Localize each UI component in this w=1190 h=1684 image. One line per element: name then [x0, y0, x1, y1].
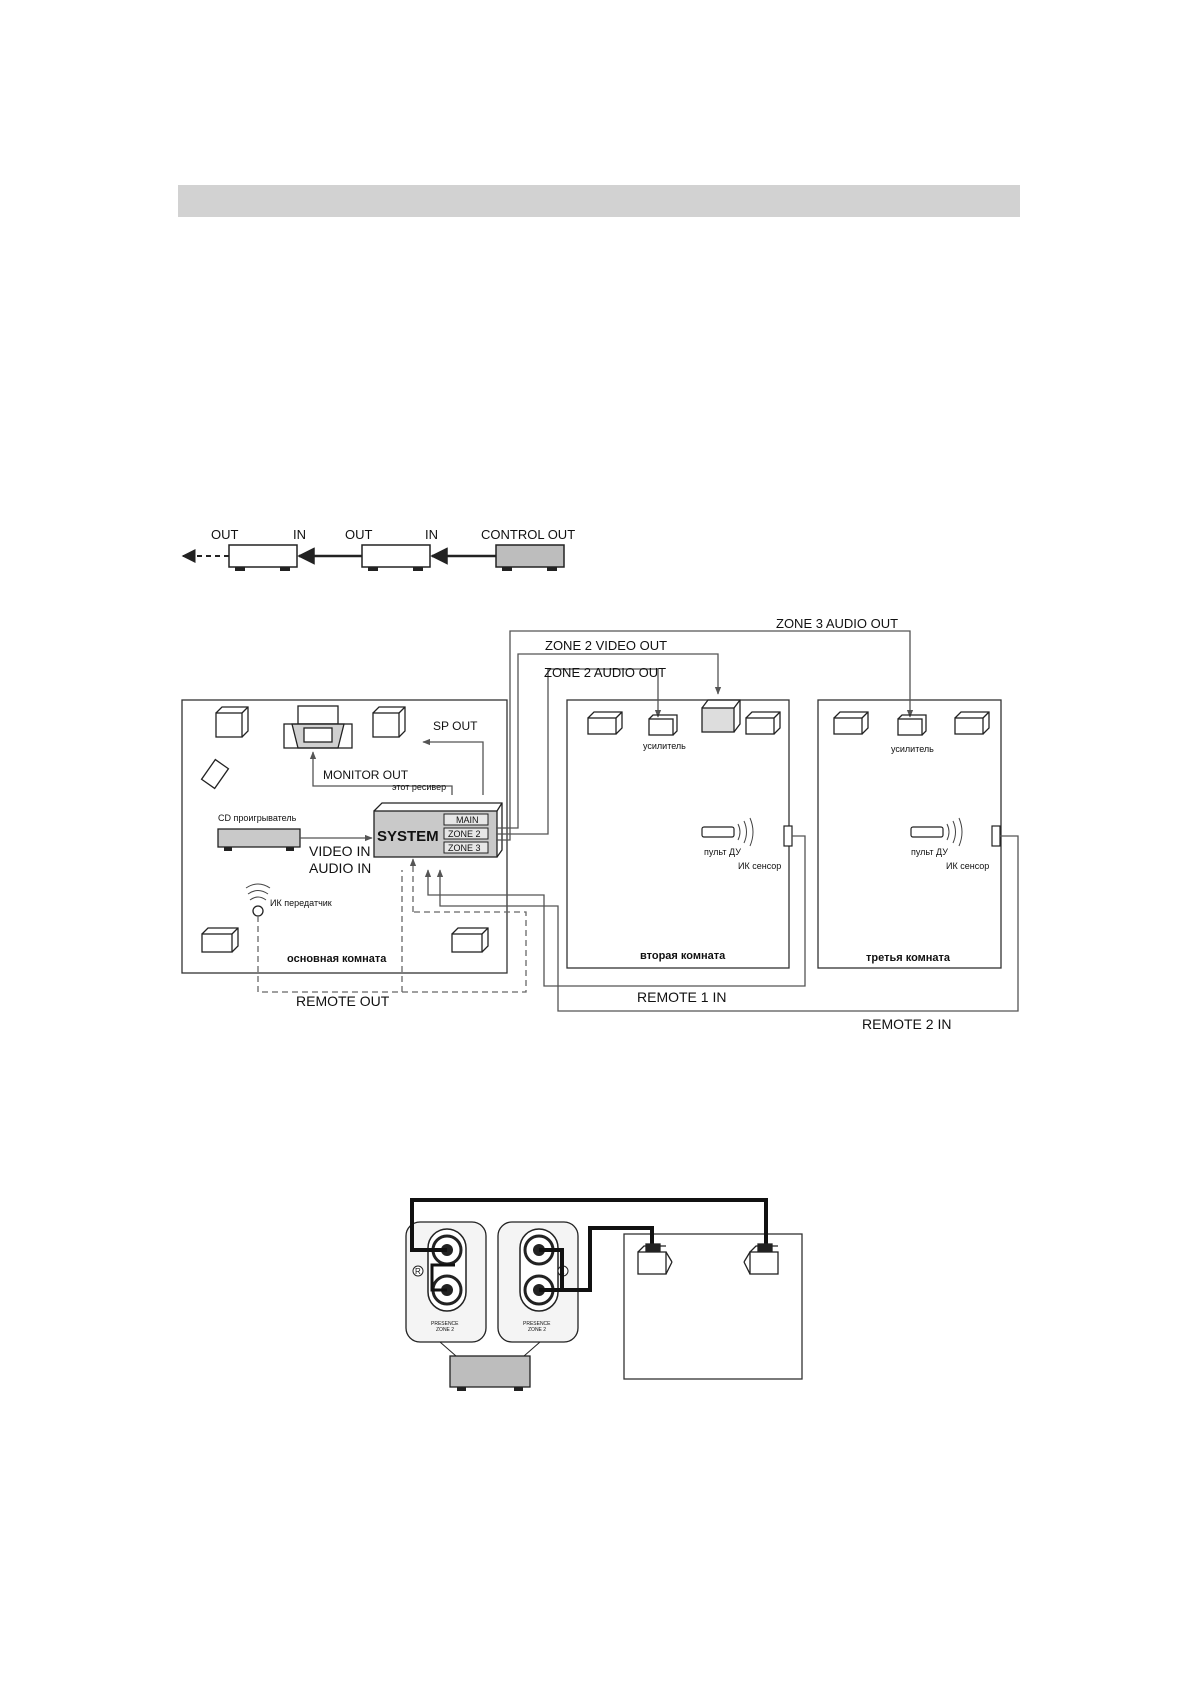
zone2-room-outline	[623, 1233, 803, 1380]
presence-receiver-box	[449, 1355, 531, 1388]
zone2-video-out-arrow	[496, 653, 722, 829]
speaker-icon	[745, 711, 781, 735]
zone2-left-speaker-icon	[637, 1243, 673, 1275]
sp-out-label: SP OUT	[433, 719, 478, 733]
third-room-outline	[817, 699, 1002, 969]
room2-remote-icon	[701, 817, 754, 847]
speaker-icon	[200, 758, 230, 790]
chain-in-label-1: IN	[293, 527, 306, 542]
chain-device-2-foot	[368, 567, 378, 571]
room2-remote-label: пульт ДУ	[704, 847, 741, 857]
room3-ir-sensor-label: ИК сенсор	[946, 861, 989, 871]
right-speaker-cable	[410, 1198, 768, 1252]
plate-r-link	[439, 1341, 457, 1357]
speaker-icon	[954, 711, 990, 735]
room3-remote-label: пульт ДУ	[911, 847, 948, 857]
room3-ir-sensor	[991, 825, 1001, 847]
main-room-outline	[181, 699, 508, 974]
second-room-devices	[587, 699, 781, 736]
zone2-right-speaker-icon	[743, 1243, 779, 1275]
plate-label-r-1: PRESENCE	[431, 1321, 459, 1327]
sp-out-arrow	[422, 738, 484, 795]
plate-l-link	[523, 1341, 541, 1357]
speaker-icon	[451, 927, 489, 953]
main-room-label: основная комната	[287, 953, 387, 965]
r-terminal-label: R	[415, 1267, 421, 1276]
chain-device-1-foot	[280, 567, 290, 571]
speaker-icon	[833, 711, 869, 735]
room2-amplifier-label: усилитель	[643, 741, 686, 751]
chain-device-1	[228, 544, 298, 568]
zone2-video-out-label: ZONE 2 VIDEO OUT	[545, 638, 667, 653]
right-jumper-cable	[430, 1263, 455, 1292]
speaker-icon	[201, 927, 239, 953]
zone2-label: ZONE 2	[448, 829, 481, 839]
remote-out-label: REMOTE OUT	[296, 993, 390, 1009]
plate-label-l-1: PRESENCE	[523, 1321, 551, 1327]
chain-device-2-foot	[413, 567, 423, 571]
chain-device-1-foot	[235, 567, 245, 571]
room2-ir-sensor	[783, 825, 793, 847]
zone3-audio-out-arrow	[496, 630, 914, 841]
presence-receiver-foot	[514, 1387, 523, 1391]
remote1-in-line	[424, 835, 806, 987]
amplifier-icon	[897, 714, 927, 736]
chain-in-label-2: IN	[425, 527, 438, 542]
tv-icon	[701, 699, 741, 733]
main-zone-label: MAIN	[456, 815, 479, 825]
plate-label-l-2: ZONE 2	[528, 1327, 546, 1333]
main-room-speakers	[200, 706, 489, 953]
ir-transmitter-icon	[245, 883, 271, 917]
receiver-caption: этот ресивер	[392, 782, 446, 792]
receiver-system: SYSTEM MAIN ZONE 2 ZONE 3	[373, 802, 503, 858]
remote-out-line-1	[257, 911, 527, 993]
remote2-in-label: REMOTE 2 IN	[862, 1016, 951, 1032]
remote1-in-label: REMOTE 1 IN	[637, 989, 726, 1005]
chain-receiver-foot	[547, 567, 557, 571]
cd-player-icon	[217, 828, 301, 851]
left-speaker-cable	[539, 1226, 654, 1292]
cd-player-caption: CD проигрыватель	[218, 813, 297, 823]
room2-ir-sensor-label: ИК сенсор	[738, 861, 781, 871]
monitor-out-label: MONITOR OUT	[323, 768, 409, 782]
amplifier-icon	[648, 714, 678, 736]
chain-out-label-1: OUT	[211, 527, 239, 542]
speaker-icon	[215, 706, 249, 738]
third-room-devices	[833, 711, 990, 736]
audio-in-label: AUDIO IN	[309, 860, 371, 876]
daisy-chain-diagram: OUT IN OUT IN CONTROL OUT	[181, 527, 575, 571]
chain-out-label-2: OUT	[345, 527, 373, 542]
zone3-label: ZONE 3	[448, 843, 481, 853]
room2-name: вторая комната	[640, 950, 726, 962]
presence-wiring-diagram: R PRESENCE ZONE 2 L PRESENCE ZONE 2	[405, 1198, 803, 1391]
remote2-in-line	[436, 835, 1019, 1012]
room3-amplifier-label: усилитель	[891, 744, 934, 754]
chain-control-out-label: CONTROL OUT	[481, 527, 575, 542]
chain-device-2	[361, 544, 431, 568]
multiroom-diagram: SP OUT MONITOR OUT этот ресивер SYSTEM M…	[181, 616, 1019, 1032]
plate-label-r-2: ZONE 2	[436, 1327, 454, 1333]
zone2-audio-out-arrow	[496, 668, 662, 835]
ir-transmitter-label: ИК передатчик	[270, 898, 332, 908]
speaker-icon	[372, 706, 406, 738]
terminal-plate-r: R PRESENCE ZONE 2	[405, 1221, 487, 1343]
room3-remote-icon	[910, 817, 963, 847]
terminal-plate-l: L PRESENCE ZONE 2	[497, 1221, 579, 1343]
chain-receiver-foot	[502, 567, 512, 571]
system-label: SYSTEM	[377, 828, 439, 845]
tv-monitor-icon	[283, 705, 353, 749]
zone2-audio-out-label: ZONE 2 AUDIO OUT	[544, 665, 666, 680]
chain-receiver	[495, 544, 565, 568]
video-in-label: VIDEO IN	[309, 843, 370, 859]
speaker-icon	[587, 711, 623, 735]
monitor-out-arrow	[309, 751, 453, 795]
room3-name: третья комната	[866, 952, 951, 964]
zone3-audio-out-label: ZONE 3 AUDIO OUT	[776, 616, 898, 631]
presence-receiver-foot	[457, 1387, 466, 1391]
section-header-bar	[178, 185, 1020, 217]
